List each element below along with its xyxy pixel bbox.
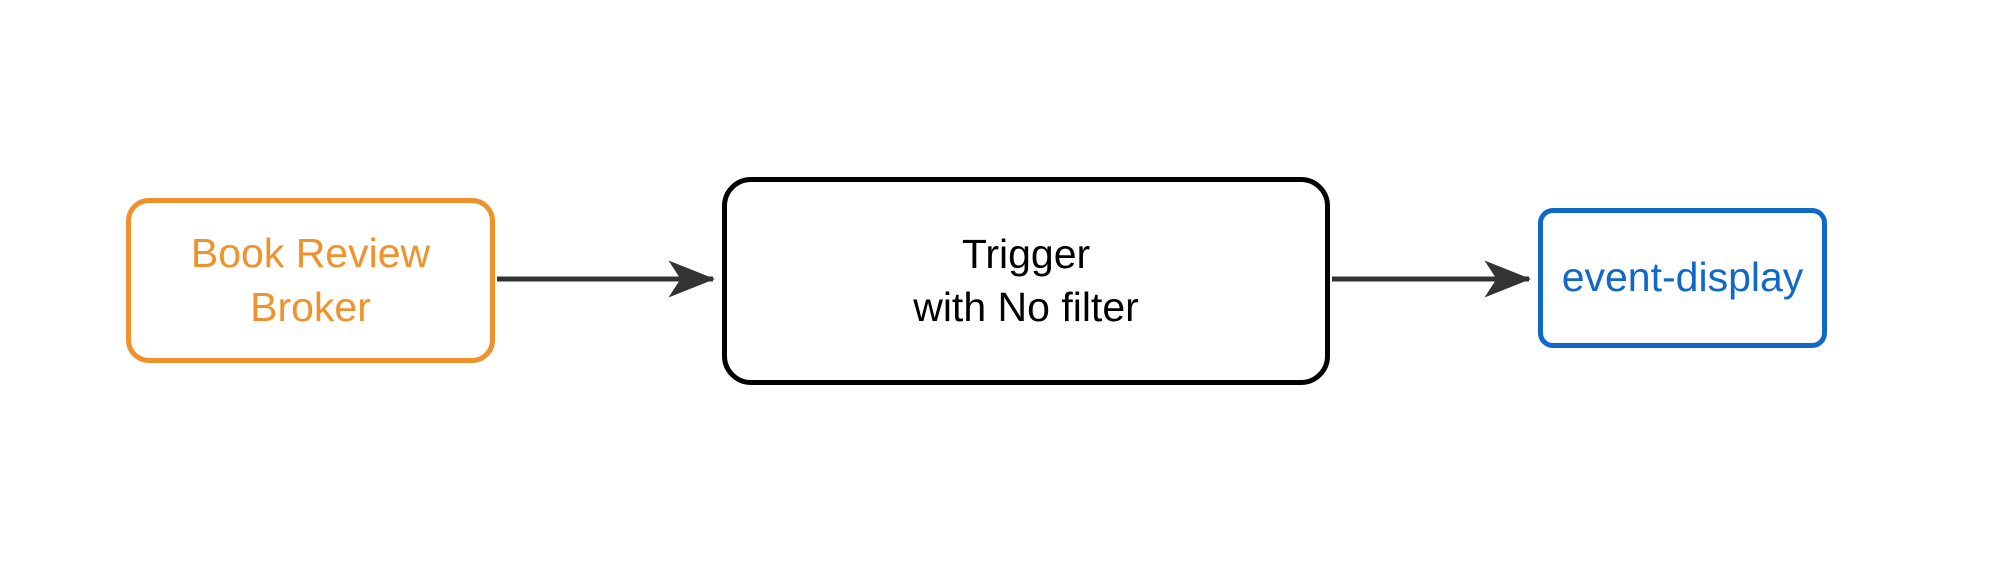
node-trigger-with-no-filter[interactable]: Trigger with No filter	[722, 177, 1330, 385]
node-book-review-broker[interactable]: Book Review Broker	[126, 198, 495, 363]
node-book-review-broker-label: Book Review Broker	[190, 230, 431, 330]
node-event-display[interactable]: event-display	[1538, 208, 1827, 348]
node-trigger-with-no-filter-label: Trigger with No filter	[913, 230, 1139, 330]
node-event-display-label: event-display	[1561, 254, 1804, 301]
